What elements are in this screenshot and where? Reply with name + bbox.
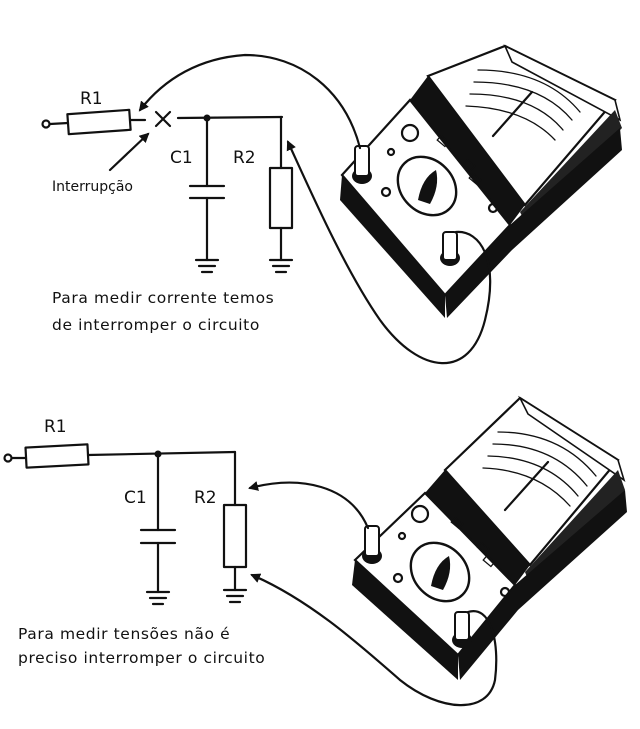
screw xyxy=(499,586,511,598)
meter-body-side xyxy=(352,560,458,680)
range-mark xyxy=(468,172,482,186)
zero-adjust xyxy=(410,504,430,524)
multimeter-top xyxy=(340,44,622,318)
probe-plug-positive xyxy=(354,145,370,177)
wire xyxy=(176,115,284,120)
bottom-panel: R1 C1 R2 Para medir tensões não é precis… xyxy=(3,395,627,707)
screw xyxy=(386,147,396,157)
input-terminal xyxy=(3,453,13,463)
range-mark xyxy=(450,516,464,530)
meter-needle xyxy=(503,460,550,512)
probe-plug-positive xyxy=(364,525,380,557)
meter-scale xyxy=(497,431,597,477)
selector-knob xyxy=(418,170,438,204)
resistor-r2 xyxy=(268,166,294,230)
meter-needle xyxy=(491,90,534,138)
test-lead-positive xyxy=(138,53,362,150)
label-r2: R2 xyxy=(233,148,256,168)
label-c1: C1 xyxy=(124,488,147,508)
meter-scale xyxy=(465,105,556,141)
meter-band xyxy=(410,76,525,225)
zero-adjust xyxy=(400,123,420,143)
label-r2: R2 xyxy=(194,488,217,508)
caption-top-line2: de interromper o circuito xyxy=(52,316,260,334)
top-panel: R1 C1 R2 Interrupção Para medir corrente… xyxy=(41,44,622,365)
wire xyxy=(86,450,237,457)
resistor-r2 xyxy=(222,503,248,569)
meter-window-edge xyxy=(517,395,626,482)
wire xyxy=(48,121,70,126)
meter-band xyxy=(425,470,530,585)
test-lead-negative xyxy=(286,140,492,365)
range-mark xyxy=(436,134,450,148)
bottom-circuit xyxy=(3,443,248,606)
label-interruption: Interrupção xyxy=(52,179,133,195)
meter-scale xyxy=(487,455,579,497)
screw xyxy=(392,572,404,584)
meter-scale xyxy=(469,93,564,131)
caption-bottom-line2: preciso interromper o circuito xyxy=(18,649,265,667)
multimeter-bottom xyxy=(352,395,627,680)
top-circuit xyxy=(41,108,294,274)
meter-scale xyxy=(477,69,581,113)
screw xyxy=(397,531,407,541)
resistor-r1 xyxy=(66,108,132,136)
input-terminal xyxy=(41,119,51,129)
screw xyxy=(380,186,392,198)
probe-plug-negative xyxy=(454,611,470,641)
test-lead-negative xyxy=(250,573,498,707)
label-c1: C1 xyxy=(170,148,193,168)
meter-scale xyxy=(492,443,588,487)
caption-bottom-line1: Para medir tensões não é xyxy=(18,625,230,643)
range-mark xyxy=(482,554,496,568)
caption-top-line1: Para medir corrente temos xyxy=(52,289,274,307)
resistor-r1 xyxy=(24,443,90,469)
screw xyxy=(487,202,499,214)
meter-window-edge xyxy=(503,44,622,122)
label-r1: R1 xyxy=(80,89,103,109)
test-lead-positive xyxy=(248,481,370,530)
probe-plug-negative xyxy=(442,231,458,261)
range-mark xyxy=(462,158,476,172)
range-mark xyxy=(476,541,490,555)
meter-body-side xyxy=(340,175,445,318)
label-r1: R1 xyxy=(44,417,67,437)
meter-body-side xyxy=(458,490,627,680)
interruption-mark xyxy=(154,110,172,128)
interruption-arrow xyxy=(108,132,150,172)
selector-knob xyxy=(431,556,451,590)
